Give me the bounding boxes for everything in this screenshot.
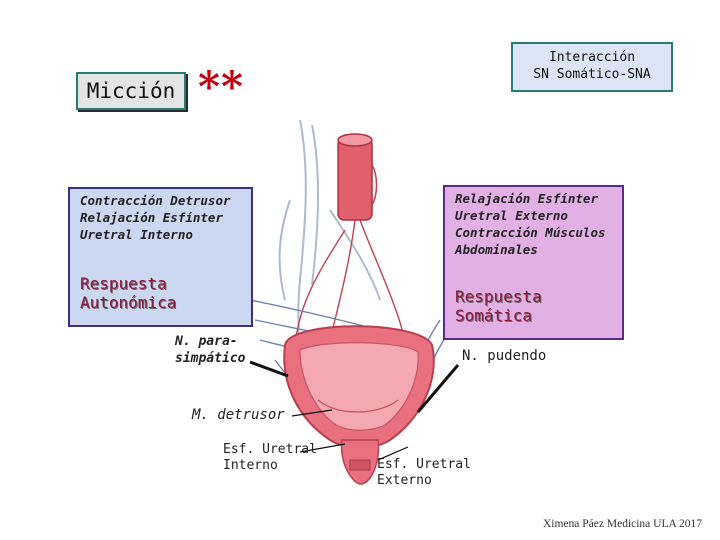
external-sphincter-label: Esf. Uretral Externo bbox=[377, 457, 471, 488]
external-sphincter-line-1: Esf. Uretral bbox=[377, 457, 471, 472]
urethra-icon bbox=[340, 439, 380, 485]
somatic-line-2: Uretral Externo bbox=[455, 207, 568, 223]
pudendal-nerve-label: N. pudendo bbox=[462, 348, 547, 364]
vessel-icon bbox=[337, 133, 378, 221]
autonomic-response-line-2: Autonómica bbox=[80, 293, 177, 313]
pointer-lines bbox=[249, 360, 460, 413]
somatic-line-3: Contracción Músculos bbox=[455, 224, 606, 240]
autonomic-line-3: Uretral Interno bbox=[80, 226, 193, 242]
parasympathetic-label-line-2: simpático bbox=[175, 350, 246, 366]
interaction-line-2: SN Somático-SNA bbox=[533, 67, 651, 82]
pointer-lines-thin bbox=[291, 409, 409, 461]
emphasis-mark: ** bbox=[198, 62, 244, 111]
title-box: Micción bbox=[76, 72, 186, 110]
bladder-icon bbox=[283, 325, 435, 449]
parasympathetic-label-line-1: N. para- bbox=[175, 334, 238, 349]
external-sphincter-line-2: Externo bbox=[377, 472, 432, 488]
parasympathetic-nerve-label: N. para- simpático bbox=[175, 334, 245, 368]
internal-sphincter-line-2: Interno bbox=[223, 457, 278, 473]
somatic-response-line-2: Somática bbox=[455, 306, 533, 326]
somatic-line-4: Abdominales bbox=[455, 241, 538, 257]
interaction-box: Interacción SN Somático-SNA bbox=[511, 42, 673, 92]
somatic-response-box: Relajación Esfínter Uretral Externo Cont… bbox=[443, 185, 624, 340]
autonomic-response-box: Contracción Detrusor Relajación Esfínter… bbox=[68, 187, 253, 327]
somatic-line-1: Relajación Esfínter bbox=[455, 191, 598, 206]
autonomic-line-2: Relajación Esfínter bbox=[80, 209, 223, 225]
internal-sphincter-line-1: Esf. Uretral bbox=[223, 442, 317, 457]
somatic-response-line-1: Respuesta bbox=[455, 287, 542, 306]
page-title: Micción bbox=[86, 79, 176, 103]
autonomic-line-1: Contracción Detrusor bbox=[80, 193, 231, 208]
interaction-line-1: Interacción bbox=[548, 50, 636, 66]
detrusor-muscle-label: M. detrusor bbox=[192, 407, 285, 423]
internal-sphincter-label: Esf. Uretral Interno bbox=[223, 442, 317, 473]
author-credit: Ximena Páez Medicina ULA 2017 bbox=[543, 518, 703, 530]
autonomic-response-line-1: Respuesta bbox=[80, 274, 167, 293]
